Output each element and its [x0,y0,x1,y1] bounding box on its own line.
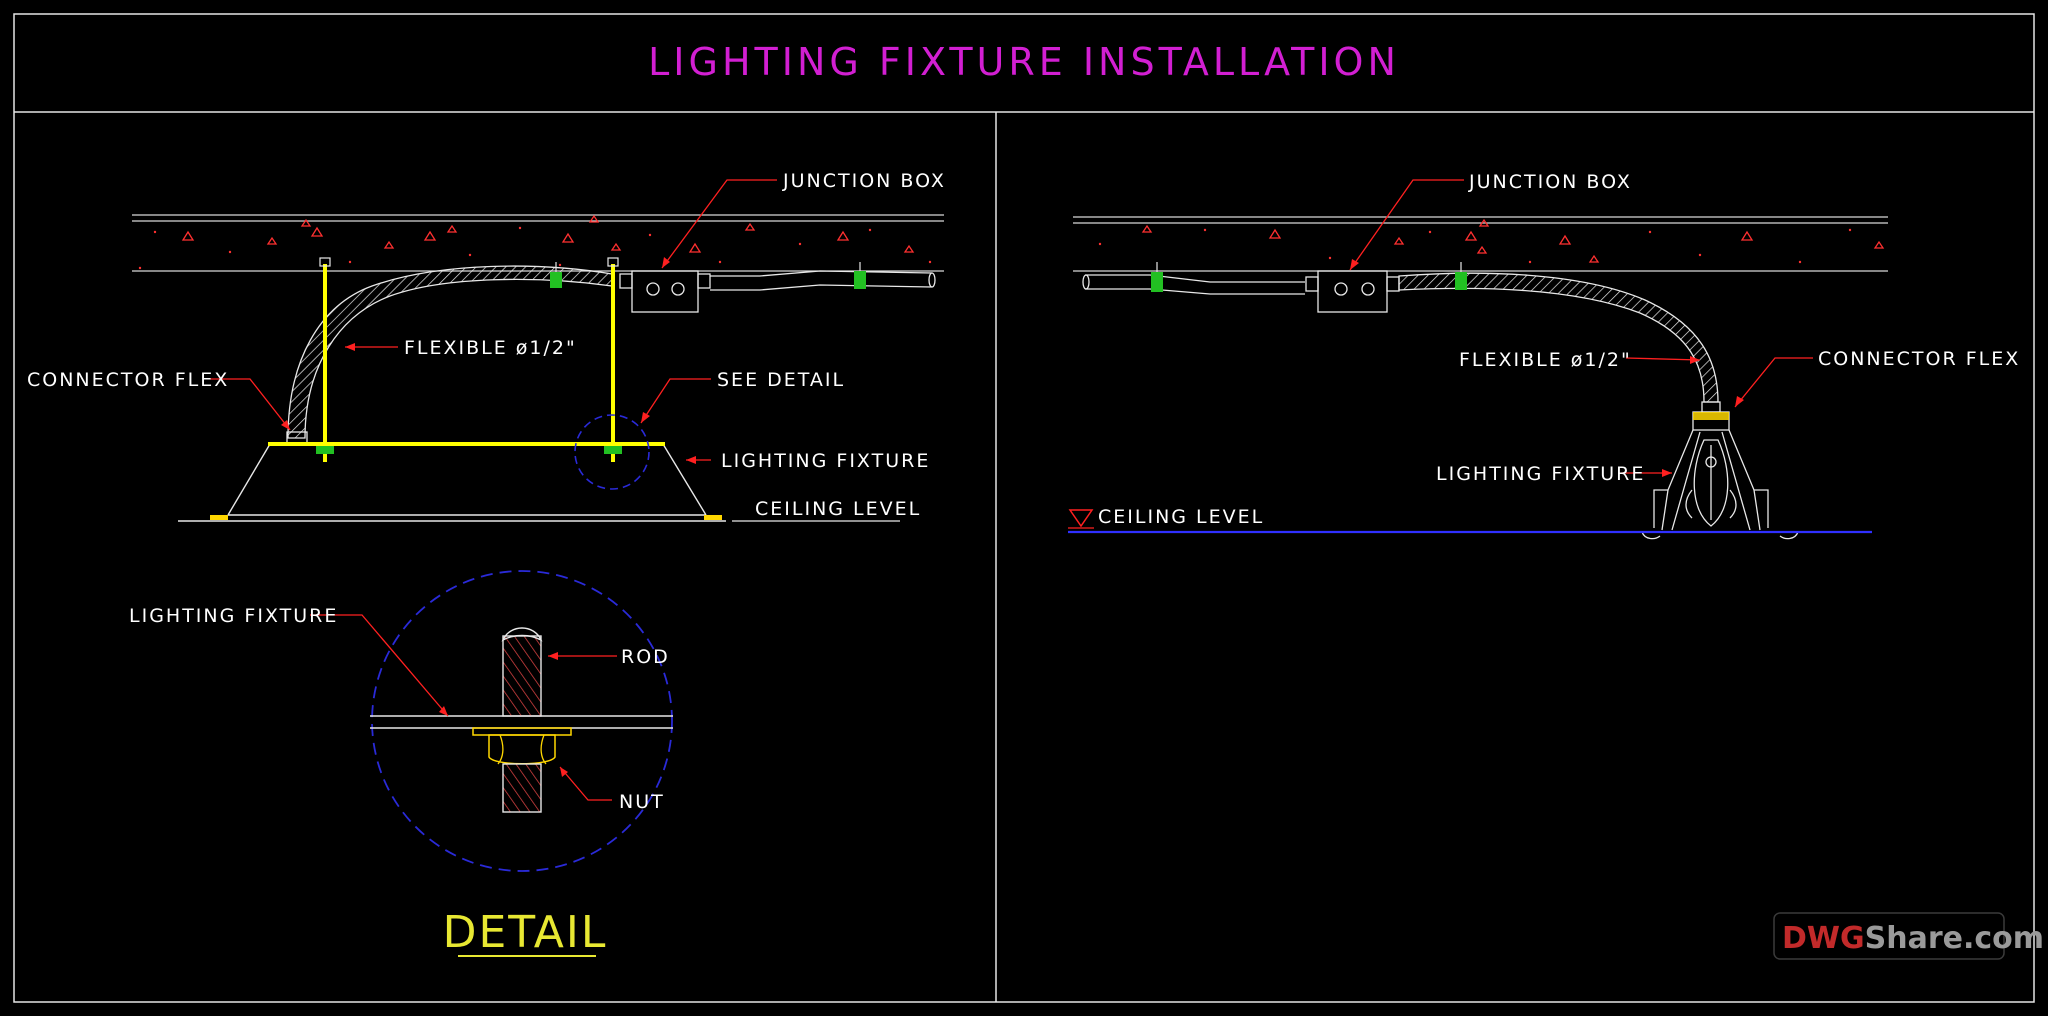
label-lighting-fixture-detail: LIGHTING FIXTURE [129,605,338,627]
label-junction-box-right: JUNCTION BOX [1468,171,1632,193]
right-view: JUNCTION BOX FLEXIBLE ø1/2" CONNECTOR FL… [1068,171,2020,540]
label-junction-box-left: JUNCTION BOX [782,170,946,192]
detail-view: LIGHTING FIXTURE ROD NUT DETAIL [129,570,673,958]
leader-arrows [281,257,696,464]
detail-rod-lower [502,763,542,813]
detail-circle [371,570,673,872]
fixture-body [178,443,726,522]
label-see-detail: SEE DETAIL [717,369,845,391]
detail-caption: DETAIL [443,907,608,958]
label-nut: NUT [619,791,665,813]
left-view: JUNCTION BOX FLEXIBLE ø1/2" CONNECTOR FL… [27,170,946,522]
downlight-fixture [1640,401,1799,540]
level-marker [1068,509,1094,528]
hanger-rods [323,264,615,462]
junction-box [619,270,711,313]
label-ceiling-level-left: CEILING LEVEL [755,498,921,520]
detail-rod-upper [502,635,542,717]
label-lighting-fixture-left: LIGHTING FIXTURE [721,450,930,472]
drawing-title: LIGHTING FIXTURE INSTALLATION [648,40,1400,84]
label-lighting-fixture-right: LIGHTING FIXTURE [1436,463,1645,485]
concrete-slab-right [1073,216,1888,272]
label-rod: ROD [621,646,670,668]
label-ceiling-level-right: CEILING LEVEL [1098,506,1264,528]
junction-box-right [1305,270,1400,313]
label-connector-flex-right: CONNECTOR FLEX [1818,348,2020,370]
label-flexible-left: FLEXIBLE ø1/2" [404,337,577,359]
concrete-aggregate [181,214,915,253]
detail-washer [472,727,572,736]
rigid-conduit [710,270,936,291]
detail-callout-circle [574,414,650,490]
conduit-clamps [550,271,866,289]
detail-nut [488,734,556,765]
svg-text:DWGShare.com: DWGShare.com [1782,921,2044,956]
label-connector-flex-left: CONNECTOR FLEX [27,369,229,391]
drawing-frame [13,13,2035,1003]
label-flexible-right: FLEXIBLE ø1/2" [1459,349,1632,371]
flexible-conduit-right [1398,272,1719,403]
watermark-logo: DWGShare.com [1773,912,2044,960]
rod-nuts [316,446,622,454]
watermark-part1: DWG [1782,921,1865,956]
concrete-slab [132,214,944,272]
concrete-dots [138,226,932,270]
ceiling-clips [210,515,722,520]
watermark-part2: Share.com [1865,921,2044,956]
